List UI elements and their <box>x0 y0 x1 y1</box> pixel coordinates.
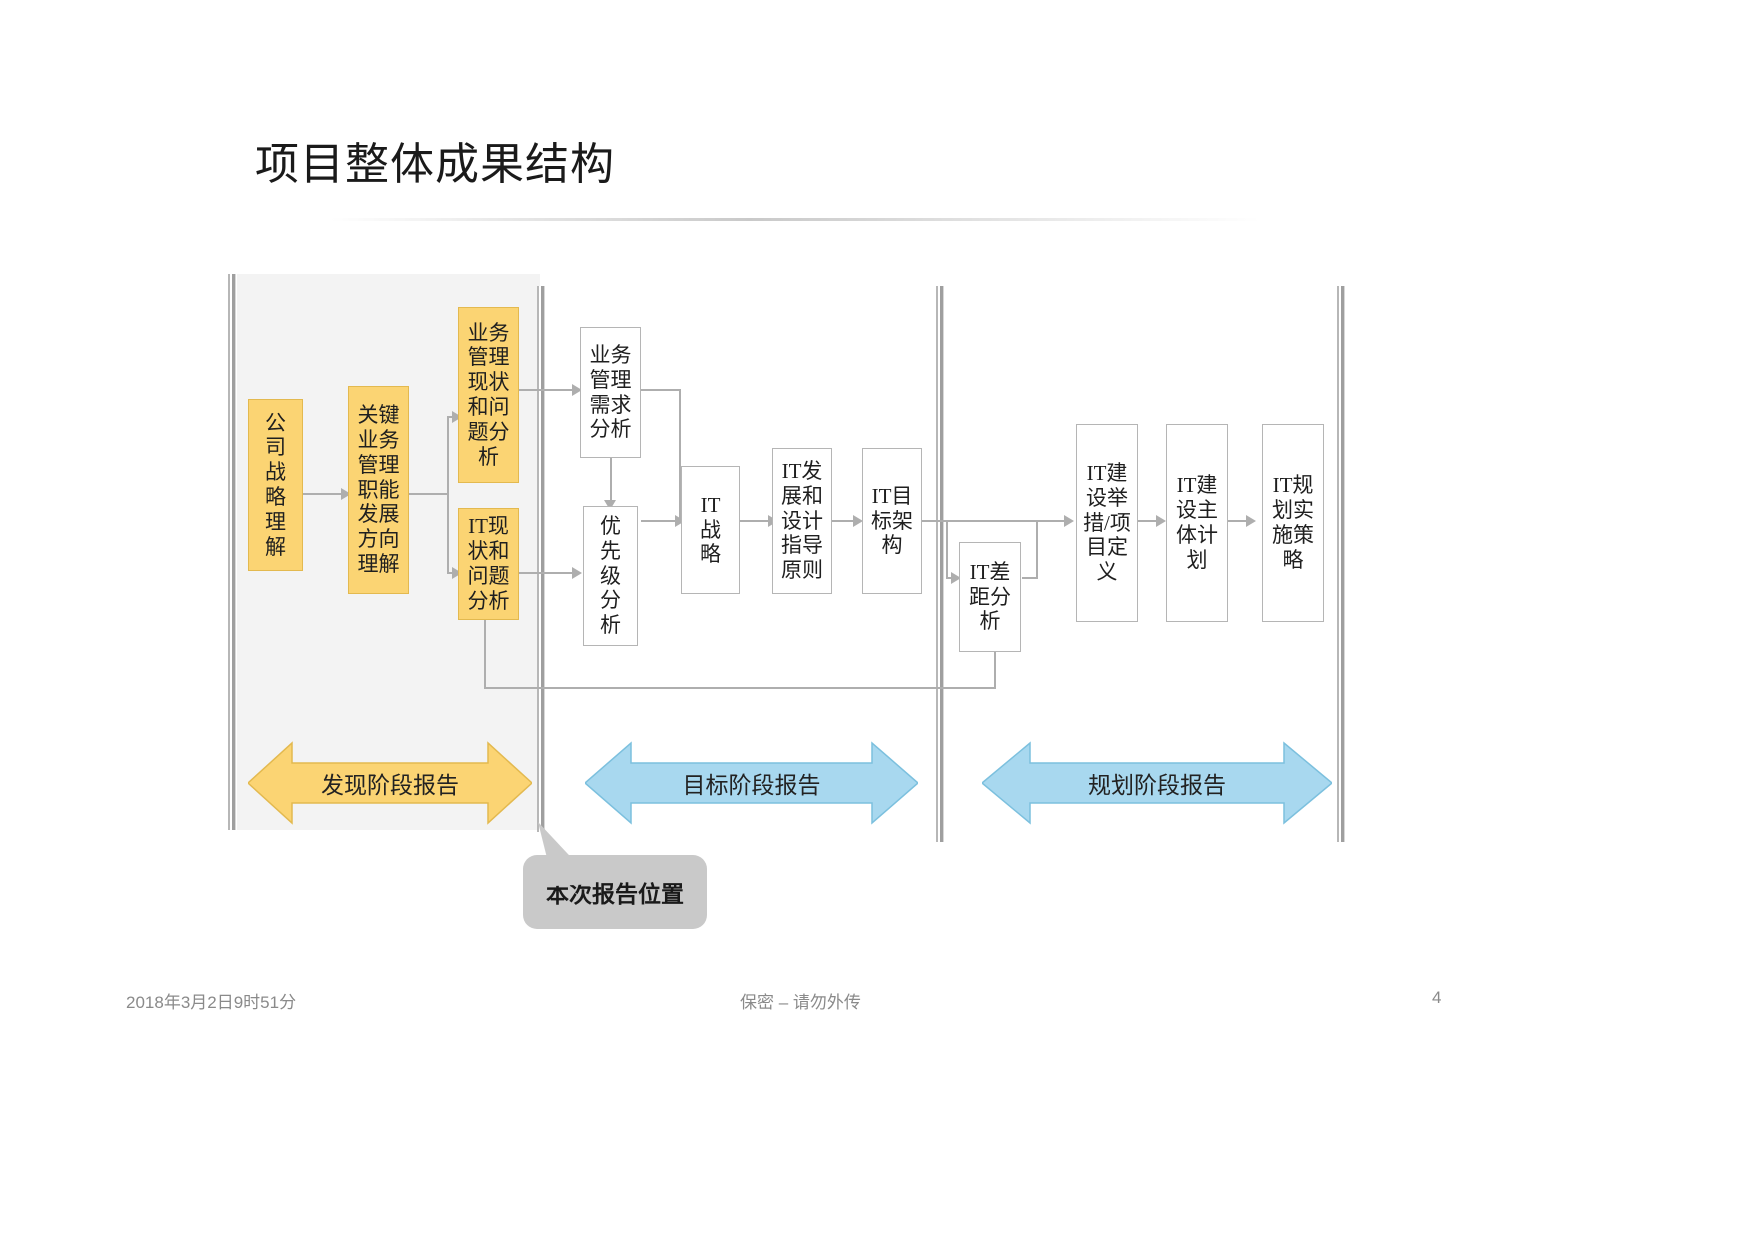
connector-split-vert <box>447 417 449 573</box>
arrowhead-n8-n9 <box>853 515 863 527</box>
node-label: IT建设举措/项目定义 <box>1083 461 1131 585</box>
arrowhead-n12-n13 <box>1246 515 1256 527</box>
connector-n3-n5 <box>519 389 579 391</box>
phase-divider-right <box>936 286 944 842</box>
connector-feedback-down <box>484 620 486 688</box>
connector-n5-out <box>641 389 681 391</box>
arrowhead-n9-n11 <box>1064 515 1074 527</box>
double-arrow-shape <box>585 741 918 825</box>
arrowhead-n1-n2 <box>341 488 351 500</box>
connector-n10-up <box>1036 520 1038 578</box>
node-label: 业务管理现状和问题分析 <box>467 320 510 469</box>
arrowhead-into-n7 <box>675 515 685 527</box>
connector-n4-n6 <box>519 572 579 574</box>
arrowhead-n5-n6 <box>604 500 616 510</box>
phase-divider-left <box>228 274 236 830</box>
connector-n2-split <box>409 493 449 495</box>
arrowhead-n11-n12 <box>1156 515 1166 527</box>
node-label: IT目标架构 <box>870 483 913 558</box>
node-it-design-principles[interactable]: IT发展和设计指导原则 <box>772 448 832 594</box>
phase-divider-mid <box>537 286 545 832</box>
arrowhead-n2-n4 <box>452 567 462 579</box>
footer-confidential: 保密 – 请勿外传 <box>740 993 861 1012</box>
connector-n8-n9 <box>832 520 860 522</box>
connector-feedback-up <box>994 648 996 688</box>
double-arrow-shape <box>982 741 1332 825</box>
node-label: IT差距分析 <box>968 559 1011 634</box>
node-it-initiatives[interactable]: IT建设举措/项目定义 <box>1076 424 1138 622</box>
node-business-mgmt-status[interactable]: 业务管理现状和问题分析 <box>458 307 519 483</box>
connector-n7-n8 <box>740 520 774 522</box>
footer-date: 2018年3月2日9时51分 <box>126 993 297 1012</box>
connector-n5-down <box>679 389 681 521</box>
phase-divider-end <box>1337 286 1345 842</box>
footer-page-number: 4 <box>1432 988 1442 1007</box>
connector-into-n7 <box>641 520 683 522</box>
callout-tail <box>538 822 596 886</box>
connector-n1-n2 <box>303 493 345 495</box>
node-it-implementation-strategy[interactable]: IT规划实施策略 <box>1262 424 1324 622</box>
node-label: 关键业务管理职能发展方向理解 <box>357 403 400 576</box>
banner-discovery-phase[interactable]: 发现阶段报告 <box>248 735 532 831</box>
node-label: IT建设主体计划 <box>1175 473 1218 572</box>
node-business-requirement-analysis[interactable]: 业务管理需求分析 <box>580 327 641 458</box>
node-label: IT发展和设计指导原则 <box>780 459 823 583</box>
double-arrow-shape <box>248 741 532 825</box>
node-label: IT现状和问题分析 <box>467 514 510 613</box>
arrowhead-n4-n6 <box>572 567 582 579</box>
banner-target-phase[interactable]: 目标阶段报告 <box>585 735 918 831</box>
node-it-gap-analysis[interactable]: IT差距分析 <box>959 542 1021 652</box>
connector-n11-n12 <box>1138 520 1162 522</box>
arrowhead-n3-n5 <box>572 384 582 396</box>
banner-label: 发现阶段报告 <box>321 773 459 798</box>
connector-n5-n6 <box>610 458 612 504</box>
connector-feedback-h <box>484 687 996 689</box>
node-label: 公司战略理解 <box>265 410 286 559</box>
node-label: IT战略 <box>700 492 721 567</box>
page-title: 项目整体成果结构 <box>255 140 615 189</box>
node-label: IT规划实施策略 <box>1271 473 1314 572</box>
connector-n10-out <box>1022 577 1038 579</box>
node-it-master-plan[interactable]: IT建设主体计划 <box>1166 424 1228 622</box>
banner-label: 规划阶段报告 <box>1088 773 1226 798</box>
arrowhead-n2-n3 <box>452 411 462 423</box>
banner-label: 目标阶段报告 <box>682 773 821 798</box>
node-label: 业务管理需求分析 <box>589 342 632 442</box>
node-key-business-direction[interactable]: 关键业务管理职能发展方向理解 <box>348 386 409 594</box>
title-divider <box>330 218 1260 221</box>
arrowhead-to-n10 <box>951 572 961 584</box>
node-it-strategy[interactable]: IT战略 <box>681 466 740 594</box>
callout-label: 本次报告位置 <box>546 881 684 907</box>
node-it-target-architecture[interactable]: IT目标架构 <box>862 448 922 594</box>
connector-n12-n13 <box>1228 520 1252 522</box>
node-it-status[interactable]: IT现状和问题分析 <box>458 508 519 620</box>
connector-to-n10-vert <box>946 520 948 578</box>
node-label: 优先级分析 <box>600 514 621 638</box>
node-company-strategy[interactable]: 公司战略理解 <box>248 399 303 571</box>
node-priority-analysis[interactable]: 优先级分析 <box>583 506 638 646</box>
banner-planning-phase[interactable]: 规划阶段报告 <box>982 735 1332 831</box>
connector-n9-n11 <box>922 520 1072 522</box>
